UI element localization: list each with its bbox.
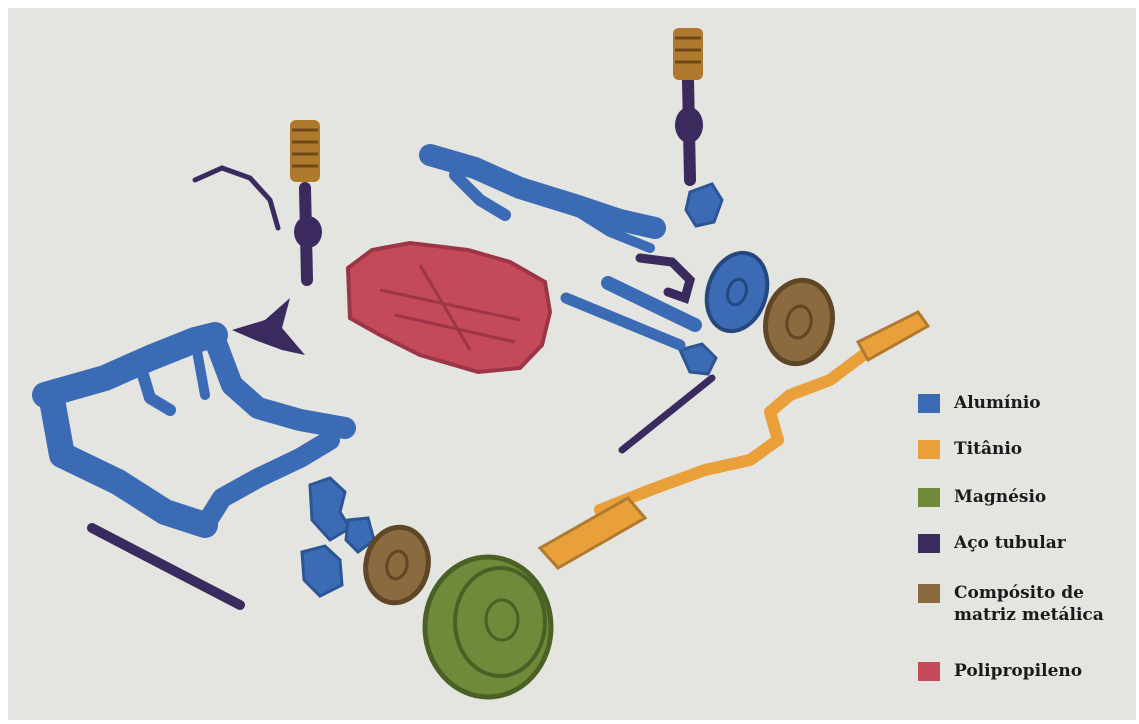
rear-strut-mount	[675, 107, 703, 143]
legend-label-composito: Compósito de matriz metálica	[954, 582, 1104, 626]
legend-swatch-composito	[918, 584, 940, 603]
legend-label-aluminio: Alumínio	[954, 392, 1041, 414]
legend-item-magnesio: Magnésio	[918, 486, 1046, 508]
legend-label-titanio: Titânio	[954, 438, 1022, 460]
legend-swatch-aluminio	[918, 394, 940, 413]
legend-item-aluminio: Alumínio	[918, 392, 1041, 414]
legend-label-aco-tubular: Aço tubular	[954, 532, 1066, 554]
legend-item-composito: Compósito de matriz metálica	[918, 582, 1104, 626]
legend-label-polipropileno: Polipropileno	[954, 660, 1082, 682]
legend-swatch-titanio	[918, 440, 940, 459]
legend-item-titanio: Titânio	[918, 438, 1022, 460]
legend-item-polipropileno: Polipropileno	[918, 660, 1082, 682]
legend-swatch-polipropileno	[918, 662, 940, 681]
front-strut-mount	[294, 216, 322, 248]
legend-swatch-aco-tubular	[918, 534, 940, 553]
legend-item-aco-tubular: Aço tubular	[918, 532, 1066, 554]
legend-swatch-magnesio	[918, 488, 940, 507]
rear-coil-spring	[673, 28, 703, 80]
legend-label-magnesio: Magnésio	[954, 486, 1046, 508]
